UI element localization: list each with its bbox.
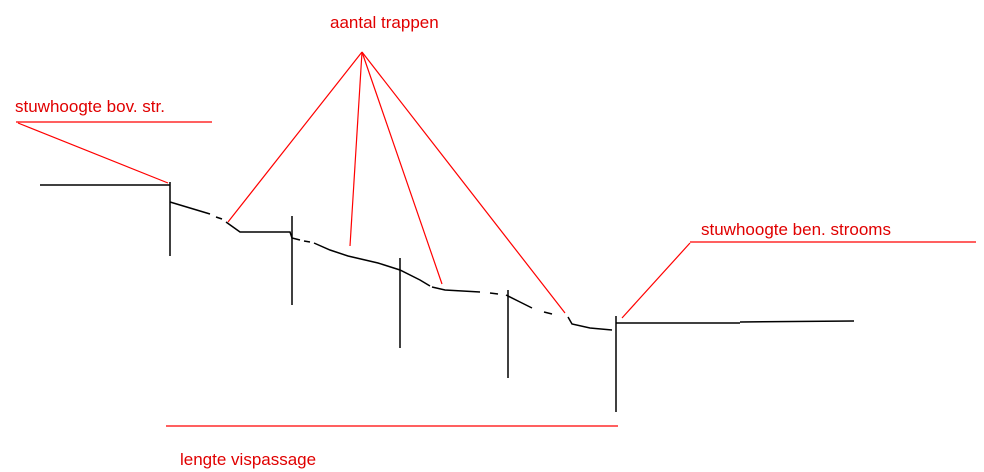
steps-pointer-lines — [227, 51, 566, 314]
upstream-pointer — [16, 121, 212, 184]
water-profile — [40, 182, 855, 412]
downstream-label: stuwhoogte ben. strooms — [701, 220, 891, 239]
upstream-label: stuwhoogte bov. str. — [15, 97, 165, 116]
steps-label: aantal trappen — [330, 13, 439, 32]
length-label: lengte vispassage — [180, 450, 316, 469]
downstream-pointer — [621, 241, 976, 319]
